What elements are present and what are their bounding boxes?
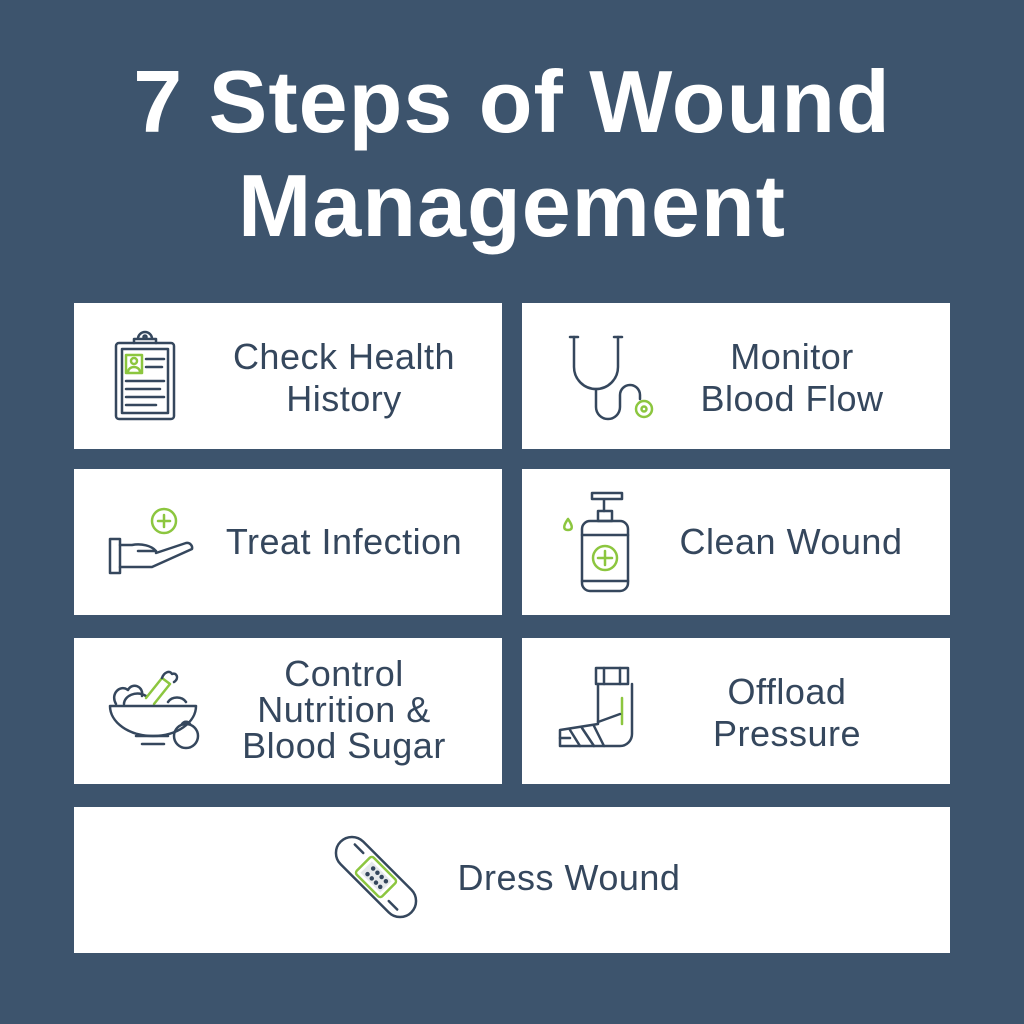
step-card-clean-wound: Clean Wound <box>522 469 950 615</box>
step-label: Dress Wound <box>457 857 681 898</box>
step-label: Control Nutrition & Blood Sugar <box>242 653 446 766</box>
food-bowl-icon <box>106 664 206 754</box>
stethoscope-icon <box>566 331 662 425</box>
hand-plus-icon <box>106 507 198 577</box>
step-label: Offload Pressure <box>712 671 862 754</box>
step-label: Monitor Blood Flow <box>700 336 884 419</box>
page-title: 7 Steps of Wound Management <box>0 50 1024 258</box>
clipboard-icon <box>112 329 178 423</box>
step-label: Clean Wound <box>679 521 903 562</box>
step-card-offload-pressure: Offload Pressure <box>522 638 950 784</box>
bandage-icon <box>328 827 424 927</box>
step-card-check-health-history: Check Health History <box>74 303 502 449</box>
step-card-monitor-blood-flow: Monitor Blood Flow <box>522 303 950 449</box>
foot-cast-icon <box>556 662 638 758</box>
step-label: Check Health History <box>232 336 456 419</box>
soap-bottle-icon <box>560 489 632 595</box>
step-card-treat-infection: Treat Infection <box>74 469 502 615</box>
title-line-2: Management <box>238 156 786 255</box>
title-line-1: 7 Steps of Wound <box>133 52 891 151</box>
step-card-control-nutrition: Control Nutrition & Blood Sugar <box>74 638 502 784</box>
step-card-dress-wound: Dress Wound <box>74 807 950 953</box>
step-label: Treat Infection <box>225 521 463 562</box>
